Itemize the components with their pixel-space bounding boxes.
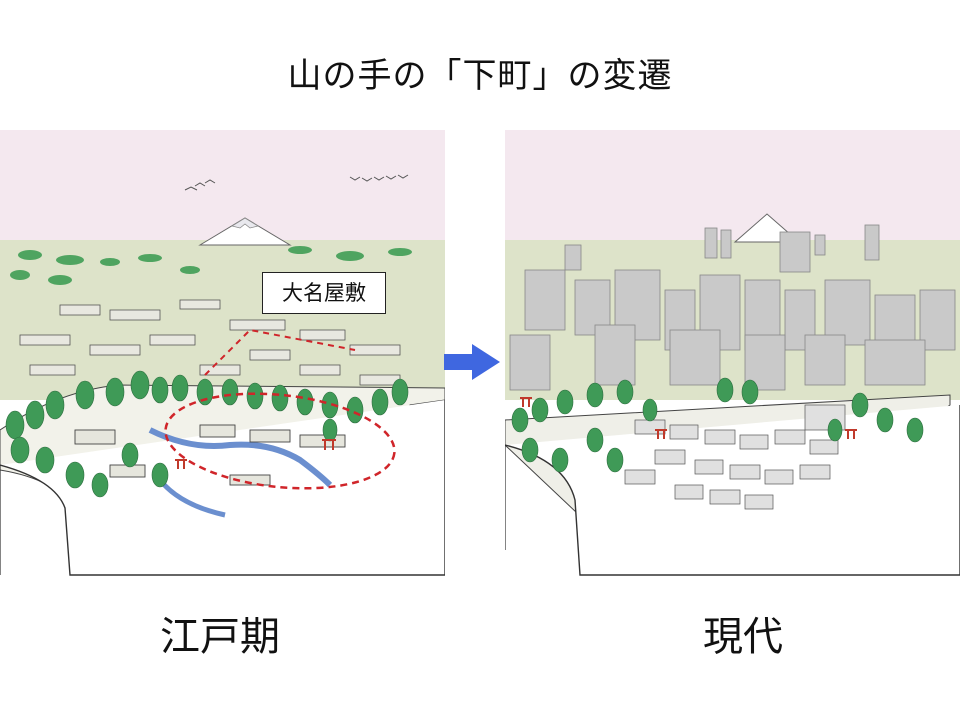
edo-period-illustration xyxy=(0,130,445,580)
transition-arrow-icon xyxy=(442,342,502,386)
edo-period-caption: 江戸期 xyxy=(160,614,280,660)
page-title: 山の手の「下町」の変遷 xyxy=(287,56,673,96)
modern-period-caption: 現代 xyxy=(703,614,783,660)
daimyo-estate-label: 大名屋敷 xyxy=(262,272,386,314)
modern-period-illustration xyxy=(505,130,960,580)
